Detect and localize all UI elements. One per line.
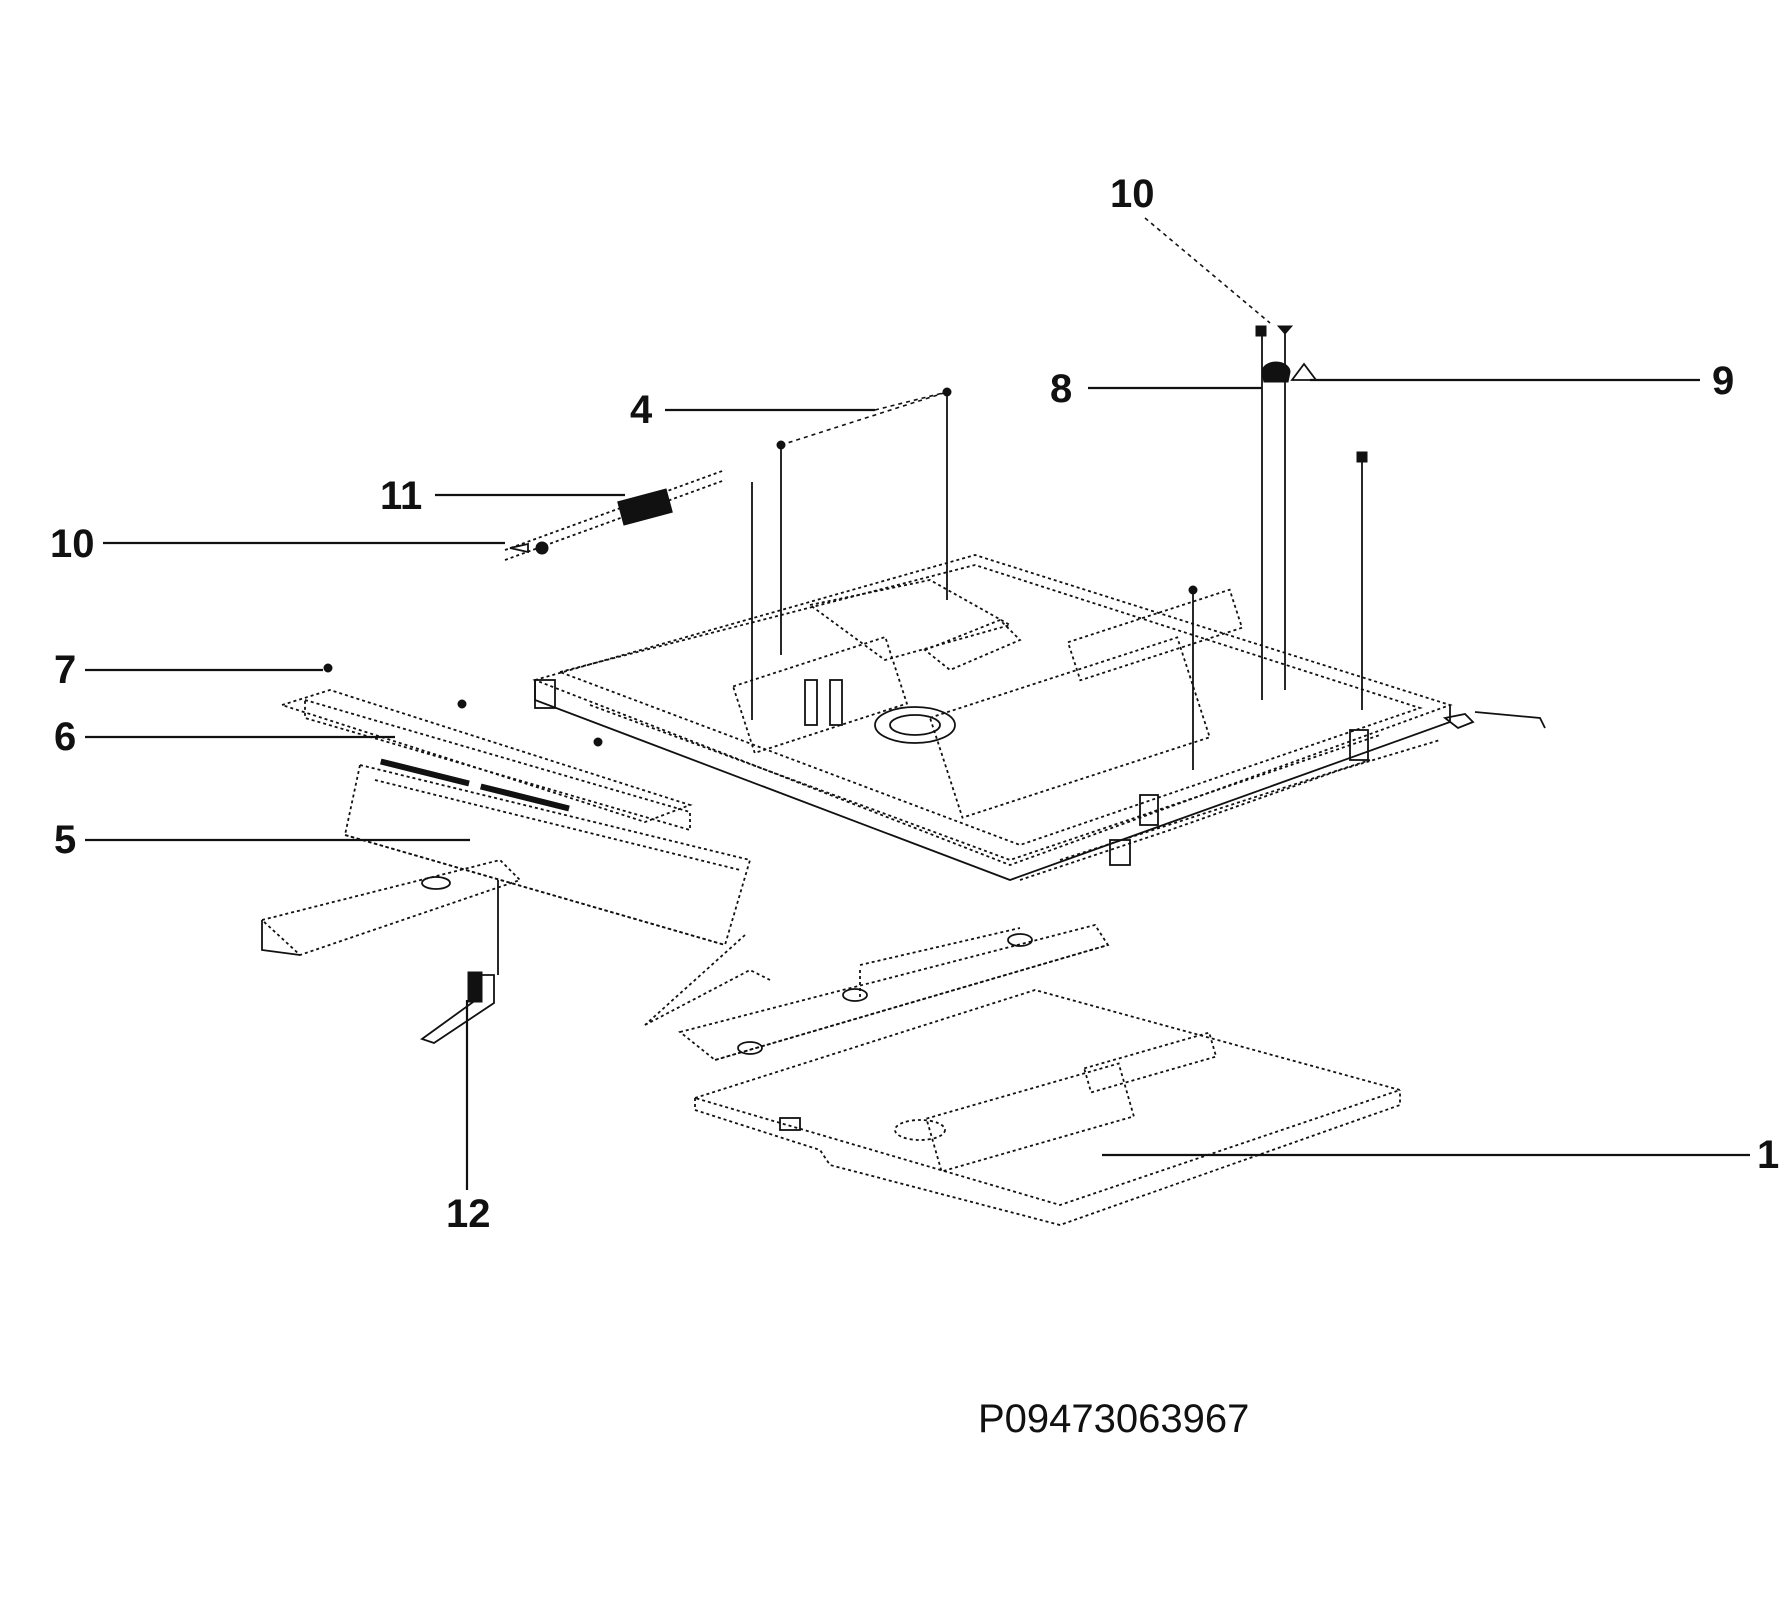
- callout-9: 9: [1712, 359, 1734, 403]
- callout-labels: 1 4 5 6 7 8 9 10 10 11 12 P09473063967: [50, 172, 1779, 1441]
- leader-10-top: [1144, 217, 1271, 324]
- callout-1: 1: [1757, 1133, 1779, 1177]
- callout-4: 4: [630, 388, 653, 432]
- callout-7: 7: [54, 648, 76, 692]
- callout-11: 11: [380, 474, 422, 518]
- lower-rail: [644, 923, 1110, 1061]
- bottom-plate: [691, 989, 1404, 1226]
- callout-12: 12: [446, 1192, 491, 1236]
- hook-bracket: [420, 880, 499, 1044]
- small-parts-10-11: [504, 469, 753, 720]
- base-plate: [532, 554, 1546, 881]
- callout-8: 8: [1050, 367, 1072, 411]
- leader-lines: [85, 217, 1750, 1190]
- drawing-code: P09473063967: [978, 1397, 1249, 1441]
- rails: [260, 663, 752, 957]
- callout-10-top: 10: [1110, 172, 1155, 216]
- callout-10-left: 10: [50, 522, 95, 566]
- callout-5: 5: [54, 818, 76, 862]
- callout-6: 6: [54, 715, 76, 759]
